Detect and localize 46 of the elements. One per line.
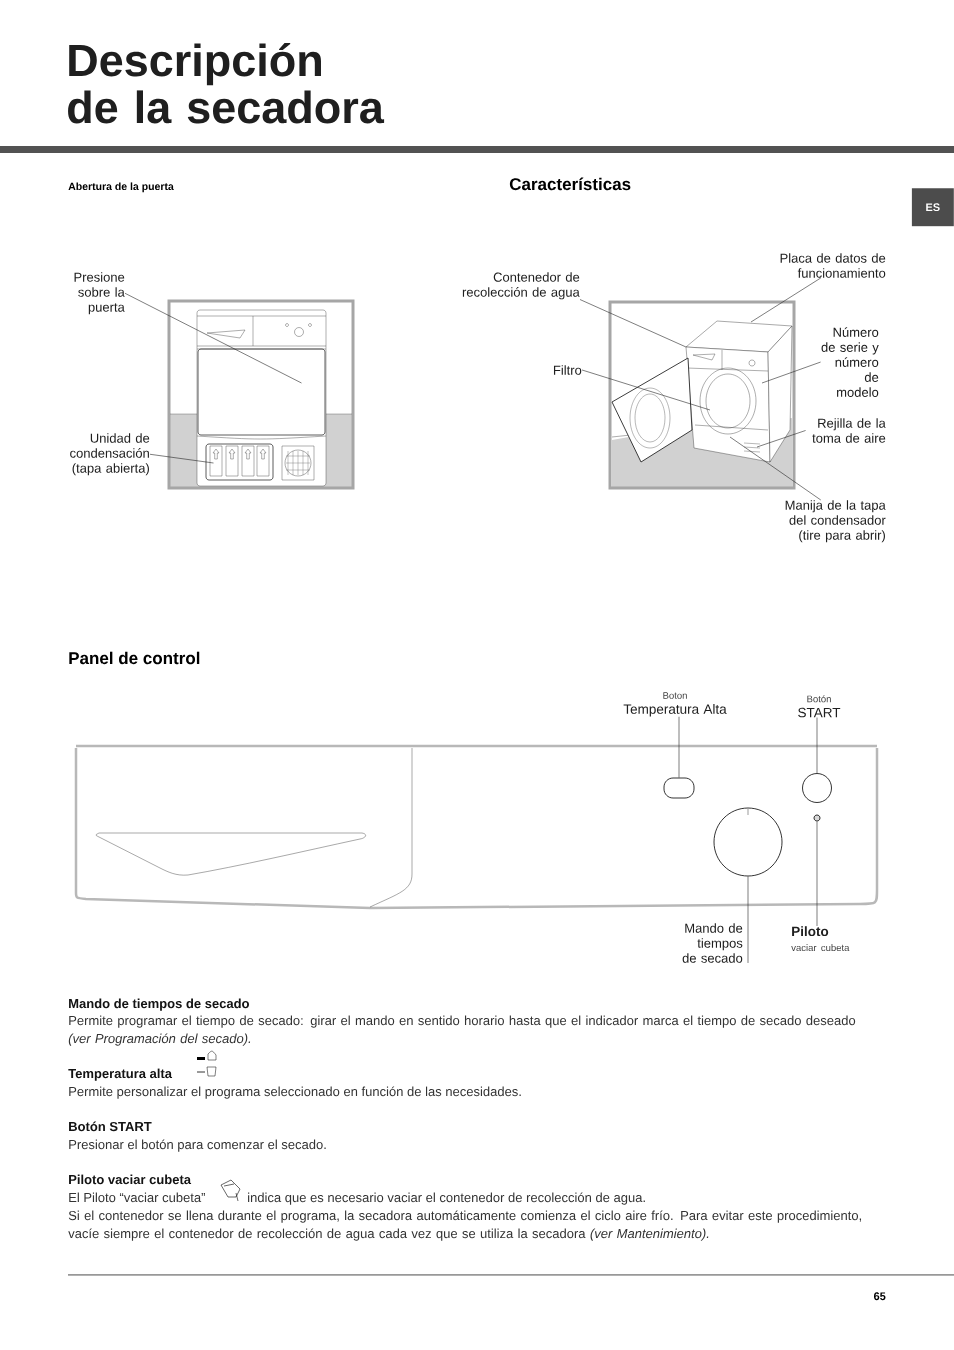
callout-label: Botón START	[798, 695, 841, 718]
leader-line	[816, 821, 818, 927]
callout-label: Manija de la tapa del condensador (tire para abrir)	[785, 500, 886, 543]
callout-label: Unidad de condensación (tapa abierta)	[70, 433, 150, 476]
leader-line	[678, 716, 680, 778]
indicator-light	[813, 814, 821, 822]
paragraph: Presionar el botón para comenzar el secado.	[69, 1139, 326, 1152]
leader-line	[581, 369, 711, 411]
callout-label: Piloto vaciar cubeta	[791, 926, 850, 952]
push-button	[663, 777, 695, 799]
callout-label: Presione sobre la puerta	[74, 272, 125, 315]
leader-line	[816, 717, 818, 774]
callout-label: Placa de datos de funcionamiento	[780, 253, 886, 278]
leader-line	[747, 876, 749, 964]
paragraph: Permite programar el tiempo de secado: girar el mando en sentido horario hasta que el indicador marca el tiempo de secado deseado (ver Programación del secado).	[68, 1015, 856, 1046]
leader-line	[149, 453, 214, 464]
leader-line	[750, 277, 822, 323]
leader-line	[729, 436, 822, 501]
paragraph: Permite personalizar el programa seleccionado en función de las necesidades.	[69, 1086, 521, 1099]
leader-line	[761, 361, 821, 384]
door-panel	[197, 348, 326, 436]
paragraph: El Piloto “vaciar cubeta”	[69, 1192, 205, 1203]
leader-line	[124, 292, 302, 384]
section-heading: Abertura de la puerta	[68, 182, 174, 193]
leader-line	[579, 299, 687, 348]
callout-label: Boton Temperatura Alta	[623, 692, 727, 717]
page-number: 65	[874, 1292, 886, 1301]
paragraph: indica que es necesario vaciar el contenedor de recolección de agua.	[248, 1192, 645, 1205]
callout-label: Filtro	[554, 365, 582, 375]
paragraph-heading: Temperatura alta	[68, 1068, 173, 1081]
callout-label: Mando de tiempos de secado	[682, 923, 743, 963]
section-heading: Panel de control	[69, 651, 200, 665]
push-button	[802, 773, 832, 803]
callout-label: Contenedor de recolección de agua	[462, 272, 580, 300]
paragraph-heading: Piloto vaciar cubeta	[69, 1174, 192, 1185]
paragraph-heading: Botón START	[69, 1121, 152, 1132]
dial-knob	[713, 807, 783, 877]
page-title: Descripción de la secadora	[68, 43, 385, 124]
callout-label: Número de serie y número de modelo	[821, 327, 879, 397]
section-heading: Características	[509, 177, 631, 191]
language-tab: ES	[911, 188, 954, 227]
leader-line	[756, 430, 806, 448]
paragraph-heading: Mando de tiempos de secado	[69, 998, 249, 1011]
paragraph: Si el contenedor se llena durante el programa, la secadora automáticamente comienza el ciclo aire frío. Para evitar este procedimiento, vacíe siempre el contenedor de recolección de agua cada vez que se utiliza la secadora (ver Mantenimiento).	[68, 1210, 861, 1241]
callout-label: Rejilla de la toma de aire	[812, 418, 886, 443]
condenser-cover	[205, 443, 274, 481]
